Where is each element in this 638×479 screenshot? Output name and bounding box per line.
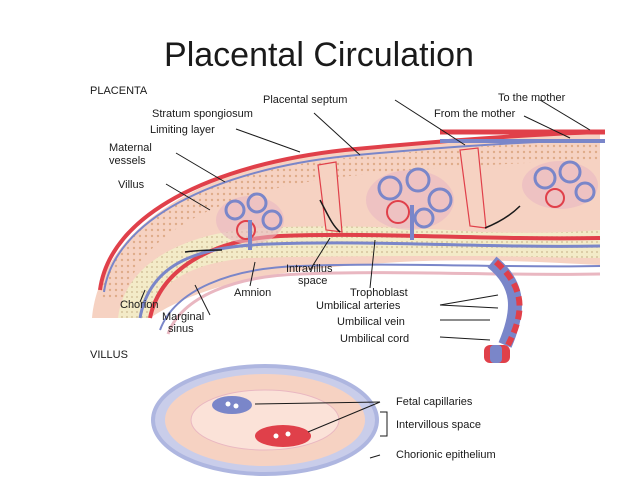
villus-tree-2 [366,167,454,240]
chorion-artery [148,232,601,319]
label-maternal-line2: vessels [109,155,146,167]
placental-septum-1 [317,161,343,233]
umbilical-cord [484,256,523,363]
label-limiting-layer: Limiting layer [150,124,215,136]
label-placental-septum: Placental septum [263,94,347,106]
label-umbilical-arteries: Umbilical arteries [316,300,401,312]
chorion-vein [138,241,601,319]
leader-lines [139,99,591,459]
fetal-capillary-artery [255,425,311,447]
placenta-section [92,129,605,363]
label-umbilical-cord: Umbilical cord [340,333,409,345]
amnion-layer [159,263,601,331]
label-marginal-line1: Marginal [162,311,204,323]
flow-arrow-2 [484,205,521,229]
section-label-villus: VILLUS [90,349,128,361]
fetal-capillary-vein [212,396,252,414]
label-to-the-mother: To the mother [498,92,566,104]
label-chorion: Chorion [120,299,159,311]
label-umbilical-vein: Umbilical vein [337,316,405,328]
villus-tree-3 [522,160,598,209]
villus-tree-1 [216,192,284,250]
label-fetal-capillaries: Fetal capillaries [396,396,473,408]
maternal-vessel-artery [98,130,601,291]
label-intravillus-line2: space [298,275,327,287]
label-stratum-spongiosum: Stratum spongiosum [152,108,253,120]
label-chorionic-epithelium: Chorionic epithelium [396,449,496,461]
stratum-spongiosum-dots [100,140,600,300]
label-villus: Villus [118,179,145,191]
chorion-dots [118,226,600,318]
label-from-the-mother: From the mother [434,108,516,120]
label-intervillous-space: Intervillous space [396,419,481,431]
page-title: Placental Circulation [164,36,474,74]
label-marginal-line2: sinus [168,323,194,335]
villus-section [151,364,379,476]
flow-arrow-3 [184,249,223,253]
amnion-inner [166,271,601,335]
flow-arrow-1 [319,199,341,233]
label-amnion: Amnion [234,287,271,299]
label-intravillus-line1: Intravillus [286,263,333,275]
label-maternal-line1: Maternal [109,142,152,154]
label-trophoblast: Trophoblast [350,287,408,299]
section-label-placenta: PLACENTA [90,85,148,97]
